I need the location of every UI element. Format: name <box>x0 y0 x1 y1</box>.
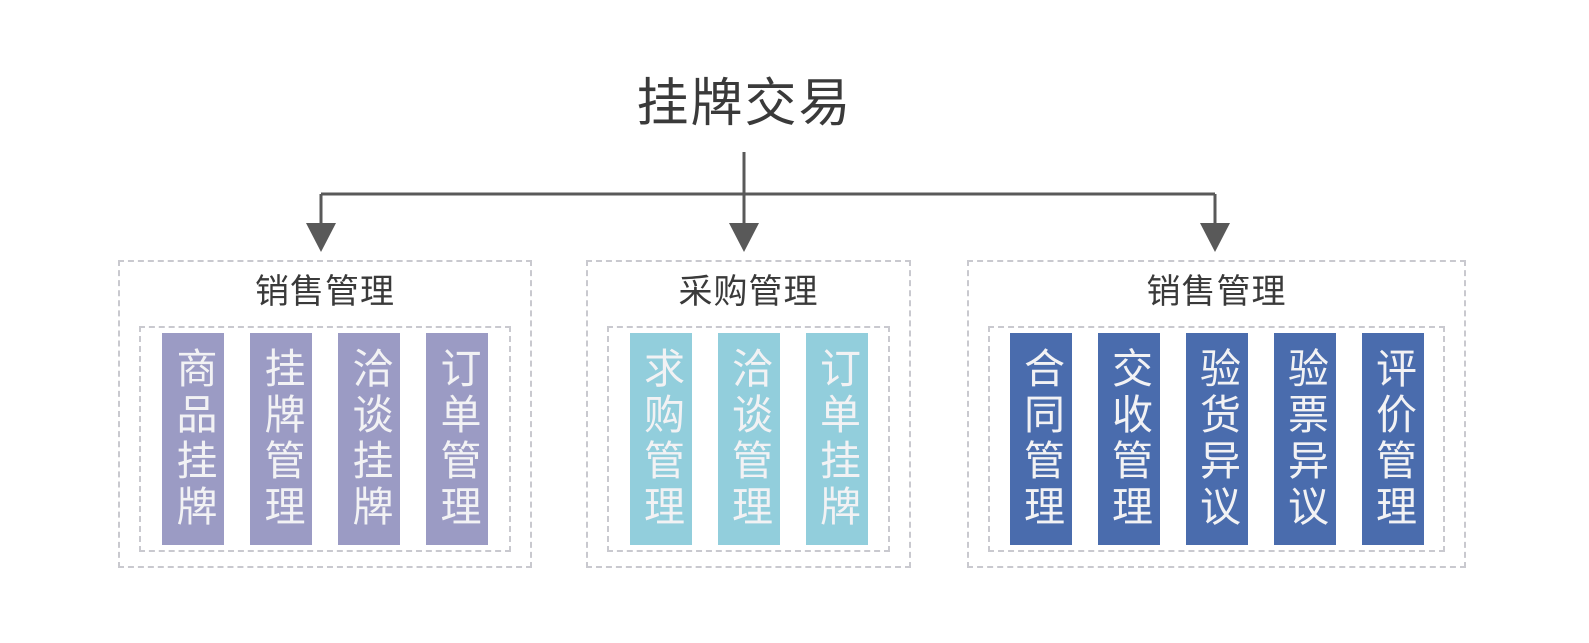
group-items-container: 求购管理 洽谈管理 订单挂牌 <box>607 326 890 552</box>
item-label: 洽谈管理 <box>725 347 772 531</box>
group-title: 采购管理 <box>678 273 819 311</box>
item-box[interactable]: 合同管理 <box>1009 333 1072 545</box>
group-items-container: 合同管理 交收管理 验货异议 验票异议 评价管理 <box>988 326 1445 552</box>
item-box[interactable]: 订单管理 <box>426 333 488 545</box>
group-purchase-management[interactable]: 采购管理 求购管理 洽谈管理 订单挂牌 <box>586 260 911 568</box>
item-box[interactable]: 评价管理 <box>1361 333 1424 545</box>
group-title: 销售管理 <box>1146 273 1287 311</box>
item-label: 合同管理 <box>1017 347 1064 531</box>
item-label: 商品挂牌 <box>170 347 216 531</box>
item-label: 求购管理 <box>637 347 684 531</box>
item-label: 订单挂牌 <box>813 347 860 531</box>
down-arrow-icon <box>729 223 759 252</box>
group-title: 销售管理 <box>255 273 395 311</box>
item-label: 评价管理 <box>1369 347 1416 531</box>
item-box[interactable]: 订单挂牌 <box>805 333 868 545</box>
item-box[interactable]: 验货异议 <box>1185 333 1248 545</box>
item-box[interactable]: 商品挂牌 <box>162 333 224 545</box>
item-box[interactable]: 挂牌管理 <box>250 333 312 545</box>
item-label: 挂牌管理 <box>258 347 304 531</box>
item-label: 验货异议 <box>1193 347 1240 531</box>
item-box[interactable]: 洽谈挂牌 <box>338 333 400 545</box>
item-label: 订单管理 <box>434 347 480 531</box>
item-box[interactable]: 交收管理 <box>1097 333 1160 545</box>
item-box[interactable]: 洽谈管理 <box>717 333 780 545</box>
root-node-title: 挂牌交易 <box>636 75 853 133</box>
down-arrow-icon <box>306 223 336 252</box>
group-sales-fulfillment[interactable]: 销售管理 合同管理 交收管理 验货异议 验票异议 评价管理 <box>967 260 1466 568</box>
item-label: 洽谈挂牌 <box>346 347 392 531</box>
item-label: 交收管理 <box>1105 347 1152 531</box>
group-row: 销售管理 商品挂牌 挂牌管理 洽谈挂牌 订单管理 采购管理 <box>118 260 1466 568</box>
group-items-container: 商品挂牌 挂牌管理 洽谈挂牌 订单管理 <box>139 326 511 552</box>
item-box[interactable]: 求购管理 <box>629 333 692 545</box>
down-arrow-icon <box>1200 223 1230 252</box>
item-box[interactable]: 验票异议 <box>1273 333 1336 545</box>
group-sales-listing[interactable]: 销售管理 商品挂牌 挂牌管理 洽谈挂牌 订单管理 <box>118 260 532 568</box>
item-label: 验票异议 <box>1281 347 1328 531</box>
